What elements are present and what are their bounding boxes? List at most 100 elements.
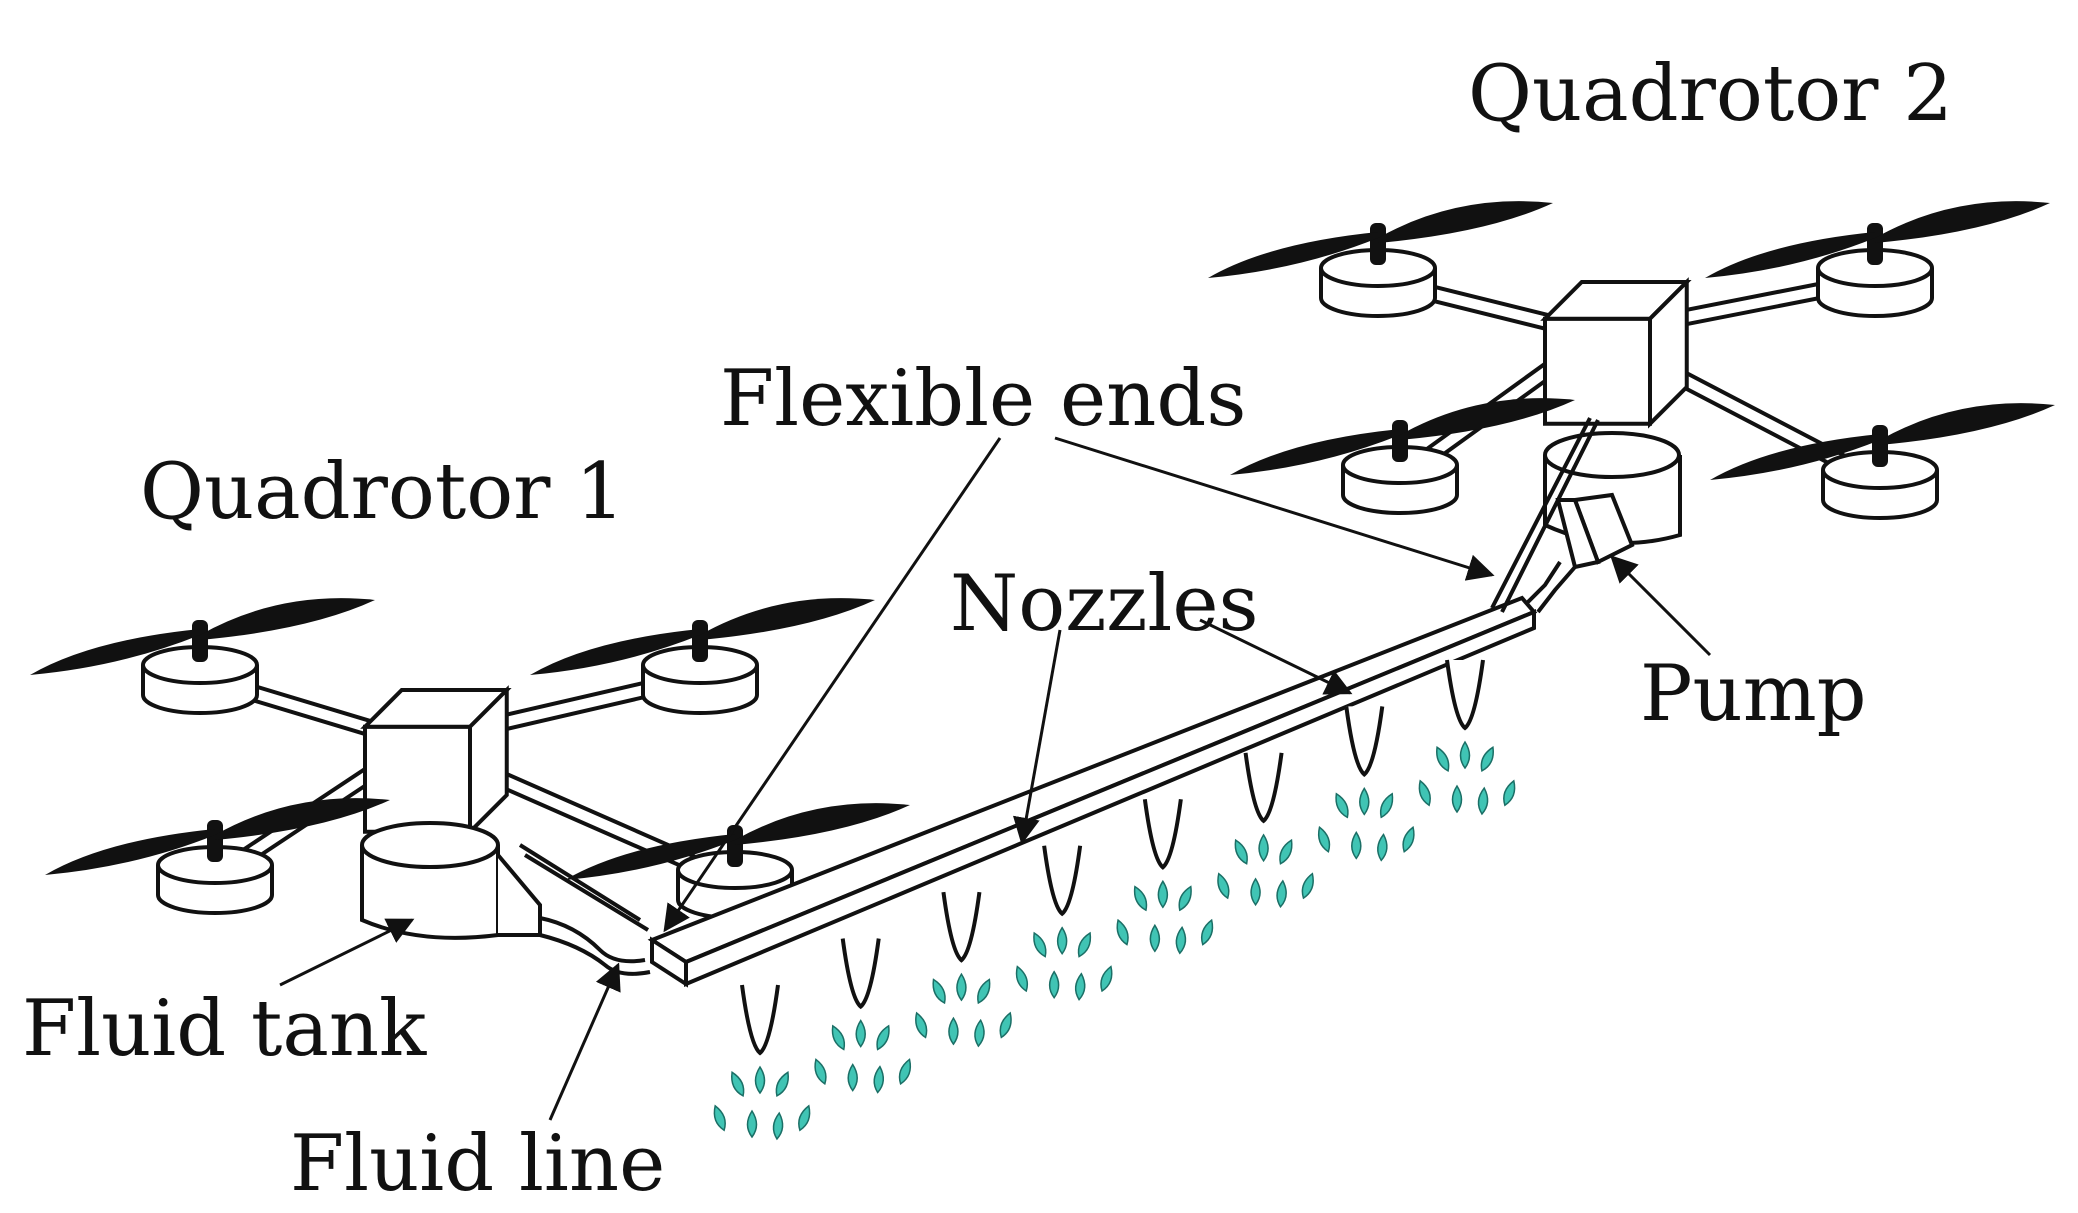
spray-droplet — [1250, 877, 1261, 907]
rotor-shaft — [192, 620, 208, 662]
rotor-shaft — [207, 820, 223, 862]
nozzle-4 — [1015, 845, 1113, 1001]
spray-droplet — [1418, 779, 1431, 807]
leader-fluid-line — [548, 962, 621, 1121]
propeller-blade — [1705, 232, 1875, 278]
spray-droplet — [1379, 792, 1394, 819]
spray-droplet — [775, 1071, 789, 1098]
propeller-blade — [1230, 429, 1400, 475]
nozzle-2 — [814, 938, 912, 1094]
body-box-front — [363, 724, 472, 834]
nozzle-3 — [915, 891, 1012, 1048]
leader-flexible-ends-right — [1054, 436, 1495, 581]
spray-droplet — [1258, 833, 1269, 863]
propeller-blade — [700, 598, 875, 640]
body-box-front — [1543, 316, 1652, 426]
spray-droplet — [1200, 918, 1214, 946]
rotor-shaft — [1392, 420, 1408, 462]
rotor-3 — [1230, 398, 1575, 515]
nozzle-cone — [740, 984, 780, 1056]
spray-droplet — [754, 1065, 766, 1095]
propeller-blade — [1378, 201, 1553, 243]
spray-droplet — [731, 1071, 745, 1098]
propeller-blade — [1208, 232, 1378, 278]
spray-droplet — [873, 1065, 884, 1094]
spray-droplet — [999, 1011, 1012, 1039]
spray-droplet — [1351, 831, 1362, 860]
nozzle-cone — [941, 891, 982, 963]
spray-droplet — [746, 1109, 758, 1139]
spray-droplet — [1451, 784, 1463, 814]
leader-nozzles-right — [1199, 618, 1353, 695]
spray-droplet — [1359, 787, 1370, 816]
label-fluid-line: Fluid line — [290, 1119, 665, 1209]
spray-droplet — [948, 1016, 959, 1046]
spray-droplet — [1402, 825, 1415, 853]
spray-droplet — [1279, 838, 1293, 865]
spray-droplet — [1335, 792, 1349, 819]
spray-droplet — [814, 1058, 827, 1086]
spray-droplet — [1503, 779, 1516, 807]
quadrotor-2-drawing — [1208, 201, 2055, 520]
spray-droplet — [956, 972, 967, 1002]
propeller-blade — [1400, 398, 1575, 440]
spray-droplet — [1178, 885, 1192, 912]
spray-droplet — [772, 1111, 784, 1141]
spray-droplet — [932, 978, 946, 1005]
propeller-blade — [215, 798, 390, 840]
nozzle-7 — [1317, 706, 1415, 862]
nozzle-cone — [1042, 845, 1083, 917]
spray-droplet — [1149, 923, 1161, 953]
spray-droplet — [1276, 879, 1287, 909]
nozzle-cone — [1344, 706, 1385, 777]
rotor-2 — [530, 598, 875, 715]
fluid-tank-drawing — [360, 821, 651, 976]
label-nozzles: Nozzles — [950, 559, 1259, 649]
rotor-shaft — [692, 620, 708, 662]
body-box-side — [1648, 277, 1689, 429]
leader-fluid-tank — [279, 918, 415, 987]
rotor-shaft — [727, 825, 743, 867]
propeller-blade — [30, 629, 200, 675]
nozzle-cone — [1445, 659, 1485, 731]
spray-droplet — [876, 1024, 890, 1051]
spray-droplet — [831, 1024, 846, 1051]
spray-droplet — [977, 978, 991, 1005]
propeller-blade — [1710, 434, 1880, 480]
nozzle-cone — [840, 938, 881, 1010]
pump-drawing — [1523, 431, 1682, 614]
spray-droplet — [1056, 926, 1068, 955]
rotor-shaft — [1370, 223, 1386, 265]
rotor-shaft — [1872, 425, 1888, 467]
label-flexible-ends: Flexible ends — [720, 354, 1246, 444]
spray-droplet — [1377, 833, 1388, 862]
spray-droplet — [1116, 918, 1129, 946]
spray-droplet — [1133, 885, 1148, 912]
spray-droplet — [1074, 972, 1086, 1001]
spray-droplet — [1157, 879, 1169, 909]
spray-droplet — [1077, 931, 1092, 958]
label-quadrotor-1: Quadrotor 1 — [140, 447, 625, 537]
spray-droplet — [1100, 965, 1113, 993]
rotor-1 — [1208, 201, 1553, 318]
spray-droplet — [898, 1058, 912, 1086]
nozzle-cone — [1243, 752, 1284, 824]
leader-flexible-ends-left — [663, 437, 1002, 933]
propeller-blade — [45, 829, 215, 875]
nozzle-1 — [713, 984, 811, 1141]
leader-nozzles-left — [1012, 629, 1062, 845]
rotor-3 — [45, 798, 390, 915]
spray-droplet — [1175, 925, 1187, 955]
spray-droplet — [1477, 786, 1489, 816]
leader-pump — [1610, 555, 1712, 657]
spray-droplet — [1234, 838, 1248, 865]
propeller-blade — [530, 629, 700, 675]
spray-droplet — [798, 1104, 811, 1132]
nozzle-6 — [1217, 752, 1314, 909]
spray-droplet — [1317, 825, 1331, 853]
rotor-shaft — [1867, 223, 1883, 265]
spray-droplet — [1048, 970, 1060, 999]
spray-droplet — [713, 1104, 726, 1132]
